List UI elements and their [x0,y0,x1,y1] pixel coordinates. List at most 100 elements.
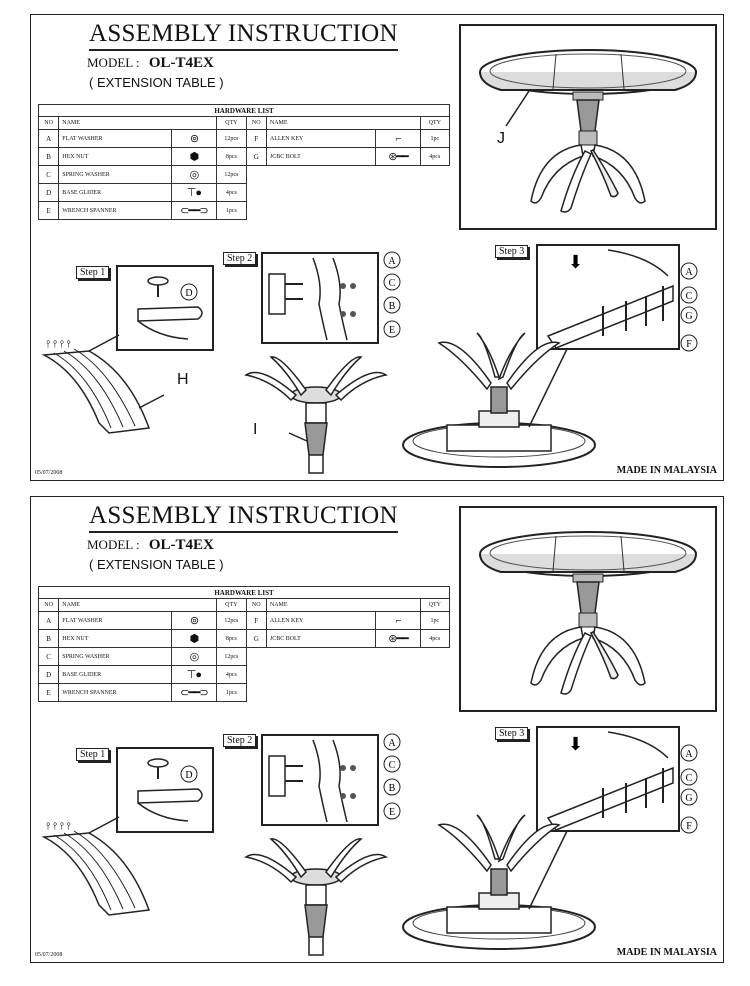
item-name: FLAT WASHER [58,129,172,148]
spring-washer-icon: ◎ [189,169,200,181]
step-1-label: Step 1 [76,266,110,279]
instruction-sheet-1: ASSEMBLY INSTRUCTION MODEL : OL-T4EX ( E… [30,14,724,481]
svg-text:⫯ ⫯ ⫯ ⫯: ⫯ ⫯ ⫯ ⫯ [45,339,71,350]
item-qty: 1pcs [216,201,247,220]
made-in-label: MADE IN MALAYSIA [616,465,717,476]
step-2-label: Step 2 [223,252,257,265]
step-1-detail-box: D [116,265,214,351]
item-no: E [37,201,60,220]
item-qty: 12pcs [216,165,247,184]
part-label-j: J [497,130,505,147]
callout-a: A [685,267,693,278]
item-qty: 4pcs [419,147,451,166]
table-illustration [459,506,717,712]
item-name: SPRING WASHER [58,647,172,666]
item-name: WRENCH SPANNER [58,201,172,220]
assembly-drawing [402,814,596,950]
item-name: JCBC BOLT [265,147,377,166]
model-line: MODEL : OL-T4EX [87,55,214,72]
item-no: F [245,611,267,630]
model-separator: : [136,537,140,552]
item-no: A [37,129,60,148]
item-name: ALLEN KEY [265,129,377,148]
glider-detail-drawing [137,758,203,822]
model-code: OL-T4EX [148,537,214,553]
callout-c: C [686,291,693,302]
item-name: HEX NUT [58,147,172,166]
callout-d: D [185,288,192,299]
item-qty: 8pcs [216,629,247,648]
table-row: A FLAT WASHER ⊚ 12pcs F ALLEN KEY ⌐ 1pc [37,611,451,630]
bolt-icon: ⊛━━ [388,633,408,645]
item-name: WRENCH SPANNER [58,683,172,702]
item-no: C [37,647,60,666]
item-name: BASE GLIDER [58,183,172,202]
item-no: B [37,147,60,166]
item-qty: 12pcs [216,647,247,666]
item-no: G [245,147,267,166]
hardware-title: HARDWARE LIST [38,104,450,117]
step-2-detail-box [261,252,379,344]
header-name: NAME [58,598,218,612]
hardware-list: HARDWARE LIST NO NAME QTY NO NAME QTY A … [37,586,451,702]
step-1-label: Step 1 [76,748,110,761]
header-no: NO [245,116,267,130]
step-2-callouts: A C B E [383,251,401,338]
item-name: FLAT WASHER [58,611,172,630]
callout-f: F [686,339,692,350]
table-row: E WRENCH SPANNER ⊂━━⊃ 1pcs [37,683,450,702]
table-drawing [479,531,697,695]
hardware-title: HARDWARE LIST [38,586,450,599]
base-glider-icon: ⊤● [186,669,202,681]
header-qty: QTY [419,116,451,130]
legs-drawing: ⫯ ⫯ ⫯ ⫯ [41,334,165,434]
allen-key-icon: ⌐ [395,132,401,145]
callout-e: E [389,807,395,818]
callout-circle-d: D [180,283,198,301]
item-qty: 12pcs [216,129,247,148]
part-label-i: I [253,421,258,438]
header-no: NO [245,598,267,612]
hex-nut-icon: ⬢ [189,151,200,163]
table-row: D BASE GLIDER ⊤● 4pcs [37,183,450,202]
callout-b: B [389,301,396,312]
base-glider-icon: ⊤● [186,187,202,199]
item-name: JCBC BOLT [265,629,377,648]
callout-c: C [686,773,693,784]
hardware-list: HARDWARE LIST NO NAME QTY NO NAME QTY A … [37,104,451,220]
instruction-sheet-2: ASSEMBLY INSTRUCTION MODEL : OL-T4EX ( E… [30,496,724,963]
item-no: F [245,129,267,148]
item-qty: 4pcs [216,665,247,684]
header-name: NAME [265,598,421,612]
step-3-detail-box: ⬇ [536,244,680,350]
bolt-detail-drawing [268,739,356,823]
step-3-callouts: A C G F [680,262,698,352]
callout-a: A [388,738,396,749]
item-qty: 1pc [419,611,451,630]
bolt-icon: ⊛━━ [388,151,408,163]
table-row: D BASE GLIDER ⊤● 4pcs [37,665,450,684]
arrow-down-icon: ⬇ [568,252,583,272]
subtitle: ( EXTENSION TABLE ) [89,557,224,572]
header-qty: QTY [216,598,247,612]
item-name: SPRING WASHER [58,165,172,184]
header-qty: QTY [419,598,451,612]
callout-g: G [685,793,692,804]
header-no: NO [37,116,60,130]
table-row: A FLAT WASHER ⊚ 12pcs F ALLEN KEY ⌐ 1pc [37,129,451,148]
date-stamp: 05/07/2008 [35,470,63,476]
subtitle: ( EXTENSION TABLE ) [89,75,224,90]
table-row: C SPRING WASHER ◎ 12pcs [37,165,450,184]
header-no: NO [37,598,60,612]
item-no: A [37,611,60,630]
page-title: ASSEMBLY INSTRUCTION [89,20,398,51]
item-qty: 1pc [419,129,451,148]
step-3-callouts: A C G F [680,744,698,834]
flat-washer-icon: ⊚ [189,133,199,145]
header-name: NAME [265,116,421,130]
step-2-callouts: A C B E [383,733,401,820]
callout-f: F [686,821,692,832]
item-qty: 8pcs [216,147,247,166]
table-row: B HEX NUT ⬢ 8pcs G JCBC BOLT ⊛━━ 4pcs [37,629,451,648]
callout-c: C [389,760,396,771]
